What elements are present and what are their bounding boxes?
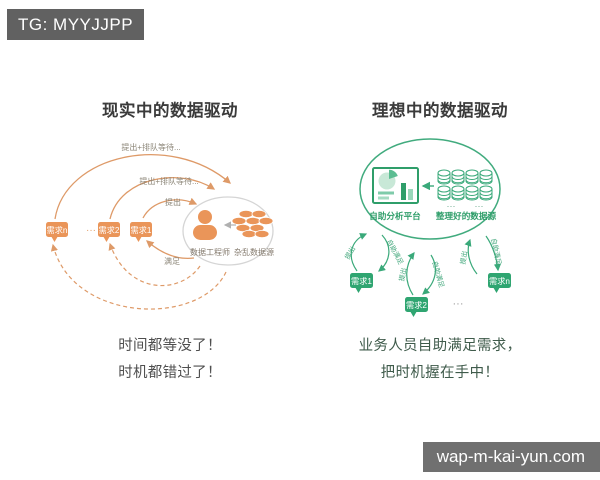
ideal-demand-bubble-2: 需求2 bbox=[405, 297, 428, 317]
ideal-demand-bubble-1: 需求1 bbox=[350, 273, 373, 293]
demand-bubble-n: 需求n bbox=[46, 222, 68, 242]
demandN-up-label: 提出 bbox=[458, 250, 469, 265]
reality-caption-line2: 时机都错过了！ bbox=[118, 365, 222, 381]
satisfy-label: 满足 bbox=[164, 256, 180, 266]
demand2-down-arrow bbox=[422, 254, 437, 295]
ideal-caption-line2: 把时机握在手中！ bbox=[380, 365, 500, 381]
reality-caption: 时间都等没了！ 时机都错过了！ bbox=[30, 333, 310, 387]
engineer-label: 数据工程师 bbox=[190, 247, 230, 257]
engineer-icon bbox=[193, 210, 217, 240]
left-ellipsis: ··· bbox=[86, 225, 96, 236]
satisfy-arc-dashed-middle bbox=[108, 242, 201, 287]
messy-data-label: 杂乱数据源 bbox=[234, 247, 274, 257]
platform-label: 自助分析平台 bbox=[369, 210, 421, 221]
demandN-up-arrow bbox=[464, 238, 478, 275]
reality-caption-line1: 时间都等没了！ bbox=[118, 338, 222, 354]
svg-text:需求n: 需求n bbox=[47, 225, 68, 235]
ideal-title: 理想中的数据驱动 bbox=[372, 102, 508, 120]
datasource-label: 整理好的数据源 bbox=[436, 210, 497, 221]
svg-text:需求1: 需求1 bbox=[131, 225, 152, 235]
demand1-down-arrow bbox=[378, 234, 390, 272]
arc-label-outer: 提出+排队等待... bbox=[121, 142, 180, 152]
demand2-up-arrow bbox=[406, 252, 415, 296]
demand1-down-label: 自助满足 bbox=[385, 238, 406, 266]
request-arc-inner bbox=[142, 197, 198, 219]
reality-diagram: 提出+排队等待... 提出+排队等待... 提出 满足 数据工程师 杂乱数据源 … bbox=[46, 142, 274, 310]
ideal-ellipsis: ··· bbox=[453, 298, 464, 310]
ideal-caption: 业务人员自助满足需求， 把时机握在手中！ bbox=[330, 333, 550, 387]
svg-text:需求n: 需求n bbox=[489, 276, 510, 286]
demand2-up-label: 提出 bbox=[397, 267, 409, 282]
arc-label-middle: 提出+排队等待... bbox=[139, 176, 198, 186]
demand1-up-arrow bbox=[350, 233, 368, 272]
request-arc-outer bbox=[54, 154, 231, 220]
request-arc-middle bbox=[109, 177, 216, 220]
messy-data-icon bbox=[231, 210, 274, 239]
db-ellipsis-1: ··· bbox=[447, 201, 456, 211]
satisfy-arc-dashed-outer bbox=[50, 243, 227, 310]
demandN-down-arrow bbox=[485, 235, 502, 272]
arc-label-inner: 提出 bbox=[165, 197, 181, 207]
watermark: wap-m-kai-yun.com bbox=[422, 442, 600, 472]
ideal-demand-bubble-n: 需求n bbox=[488, 273, 511, 293]
demand2-down-label: 自助满足 bbox=[430, 260, 446, 289]
svg-text:需求1: 需求1 bbox=[351, 276, 372, 286]
demand-bubble-2: 需求2 bbox=[98, 222, 120, 242]
reality-title: 现实中的数据驱动 bbox=[102, 102, 238, 120]
platform-oval bbox=[359, 138, 501, 240]
ideal-caption-line1: 业务人员自助满足需求， bbox=[358, 338, 522, 354]
svg-text:需求2: 需求2 bbox=[99, 225, 120, 235]
demand-bubble-1: 需求1 bbox=[130, 222, 152, 242]
analysis-platform-icon bbox=[372, 167, 419, 204]
demandN-down-label: 自助满足 bbox=[489, 237, 503, 266]
ideal-diagram: 自助分析平台 ··· ··· 整理好的数据源 提出 自助满足 提出 自助满足 提… bbox=[343, 138, 511, 317]
svg-text:需求2: 需求2 bbox=[406, 300, 427, 310]
db-ellipsis-2: ··· bbox=[475, 201, 484, 211]
demand1-up-label: 提出 bbox=[343, 244, 358, 260]
satisfy-arc bbox=[146, 240, 195, 260]
tg-badge: TG: MYYJJPP bbox=[7, 9, 145, 40]
